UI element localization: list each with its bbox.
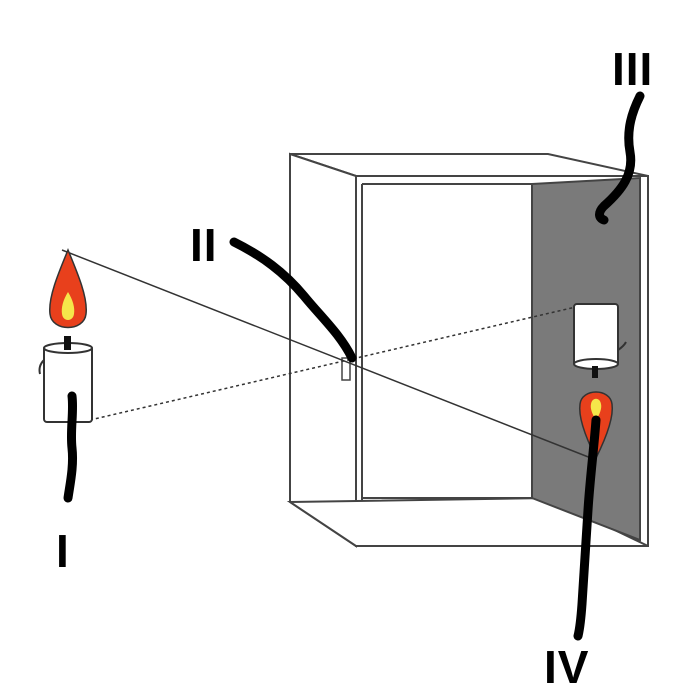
label-pinhole: II — [190, 219, 218, 271]
label-inverted-image: IV — [544, 641, 590, 693]
candle-icon — [38, 248, 93, 423]
candle-wick — [64, 336, 71, 350]
box-floor — [286, 496, 649, 547]
label-screen: III — [612, 43, 654, 95]
pointer-iv — [573, 415, 601, 641]
candle-flame-inner — [61, 292, 75, 320]
image-flame-inner — [590, 398, 602, 420]
image-candle-wick — [592, 366, 598, 378]
ray-top-to-bottom — [61, 249, 597, 461]
light-rays — [61, 249, 597, 461]
camera-box — [286, 152, 649, 548]
pointer-ii — [229, 237, 357, 363]
pinhole — [341, 357, 351, 381]
pointer-lines — [63, 91, 645, 641]
candle-flame-outer — [49, 248, 87, 329]
image-candle-body — [573, 303, 619, 367]
label-object-candle: I — [56, 525, 70, 577]
pointer-iii — [595, 91, 645, 225]
candle-drip — [38, 359, 45, 375]
pointer-i — [63, 391, 78, 503]
image-candle-drip — [617, 341, 627, 351]
